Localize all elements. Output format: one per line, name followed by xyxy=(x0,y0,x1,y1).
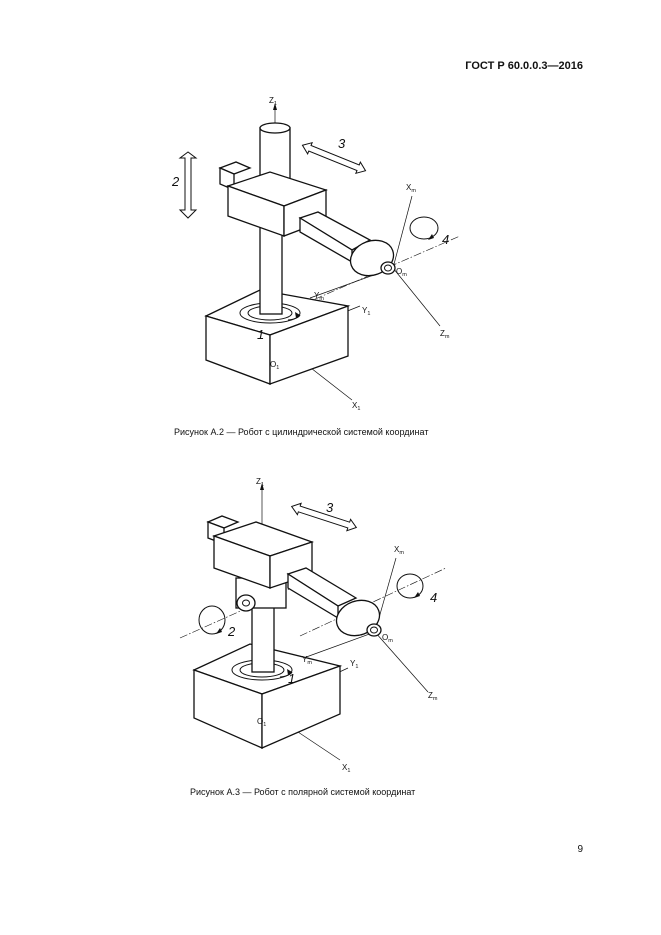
label-z1: Z1 xyxy=(269,96,277,107)
label-motion-3: 3 xyxy=(338,136,346,151)
polar-robot-drawing: Z1 Y1 X1 O1 Xm Ym Zm Om 1 2 3 4 xyxy=(179,477,447,774)
wrist-flange xyxy=(380,261,396,275)
figure-cylindrical-robot: Z1 Y1 X1 O1 Xm Ym Zm Om 1 2 3 4 xyxy=(0,0,661,420)
base-side xyxy=(261,665,341,749)
label-zm: Zm xyxy=(440,329,450,340)
label-motion-2: 2 xyxy=(171,174,180,189)
rotation-4-head xyxy=(414,592,420,598)
label-motion-4: 4 xyxy=(442,232,449,247)
radial-motion-arrow xyxy=(301,141,367,175)
label-motion-3: 3 xyxy=(326,500,334,515)
label-motion-1: 1 xyxy=(257,327,264,342)
z1-arrow xyxy=(260,483,264,490)
figure-a2-caption: Рисунок А.2 — Робот с цилиндрической сис… xyxy=(174,427,429,437)
label-om: Om xyxy=(396,267,407,278)
rotation-4-head xyxy=(428,234,434,240)
top-cylinder-cap xyxy=(259,122,291,134)
vertical-motion-arrow xyxy=(178,151,198,219)
wrist-flange-inner xyxy=(370,626,378,634)
label-y1: Y1 xyxy=(350,659,358,670)
label-motion-4: 4 xyxy=(430,590,437,605)
rotation-2-circle xyxy=(198,605,226,635)
wrist-flange xyxy=(366,623,382,637)
radial-motion-arrow xyxy=(290,502,358,532)
label-y1: Y1 xyxy=(362,306,370,317)
label-o1: O1 xyxy=(257,717,266,728)
label-z1: Z1 xyxy=(256,477,264,488)
rotation-2-head xyxy=(216,628,222,634)
label-xm: Xm xyxy=(406,183,416,194)
label-ym: Ym xyxy=(302,655,312,666)
label-motion-1: 1 xyxy=(288,671,295,686)
pivot-joint xyxy=(236,594,256,612)
label-xm: Xm xyxy=(394,545,404,556)
rotation-4-circle xyxy=(409,216,439,240)
rotation-1-arc xyxy=(287,314,301,321)
column xyxy=(251,599,275,673)
figure-a3-caption: Рисунок А.3 — Робот с полярной системой … xyxy=(190,787,416,797)
page-number: 9 xyxy=(577,844,583,855)
rotation-1-head xyxy=(295,312,300,318)
label-o1: O1 xyxy=(270,360,279,371)
label-motion-2: 2 xyxy=(227,624,236,639)
label-x1: X1 xyxy=(352,401,360,412)
document-standard-number: ГОСТ Р 60.0.0.3—2016 xyxy=(465,60,583,72)
label-om: Om xyxy=(382,633,393,644)
pivot-joint-inner xyxy=(242,599,250,607)
base-side xyxy=(269,305,349,385)
zm-axis xyxy=(392,267,441,327)
wrist-flange-inner xyxy=(384,264,392,272)
figure-polar-robot: Z1 Y1 X1 O1 Xm Ym Zm Om 1 2 3 4 xyxy=(0,460,661,780)
rotation-4-circle xyxy=(396,573,424,599)
label-x1: X1 xyxy=(342,763,350,774)
label-zm: Zm xyxy=(428,691,438,702)
rotation-1-arc xyxy=(279,671,293,678)
ym-axis xyxy=(297,631,376,661)
xm-axis xyxy=(392,195,413,269)
label-ym: Ym xyxy=(314,291,324,302)
zm-axis xyxy=(374,631,429,693)
arm-axis xyxy=(289,235,461,311)
rotation-1-head xyxy=(287,669,292,675)
cylindrical-robot-drawing: Z1 Y1 X1 O1 Xm Ym Zm Om 1 2 3 4 xyxy=(171,96,461,412)
z1-arrow xyxy=(273,103,277,110)
